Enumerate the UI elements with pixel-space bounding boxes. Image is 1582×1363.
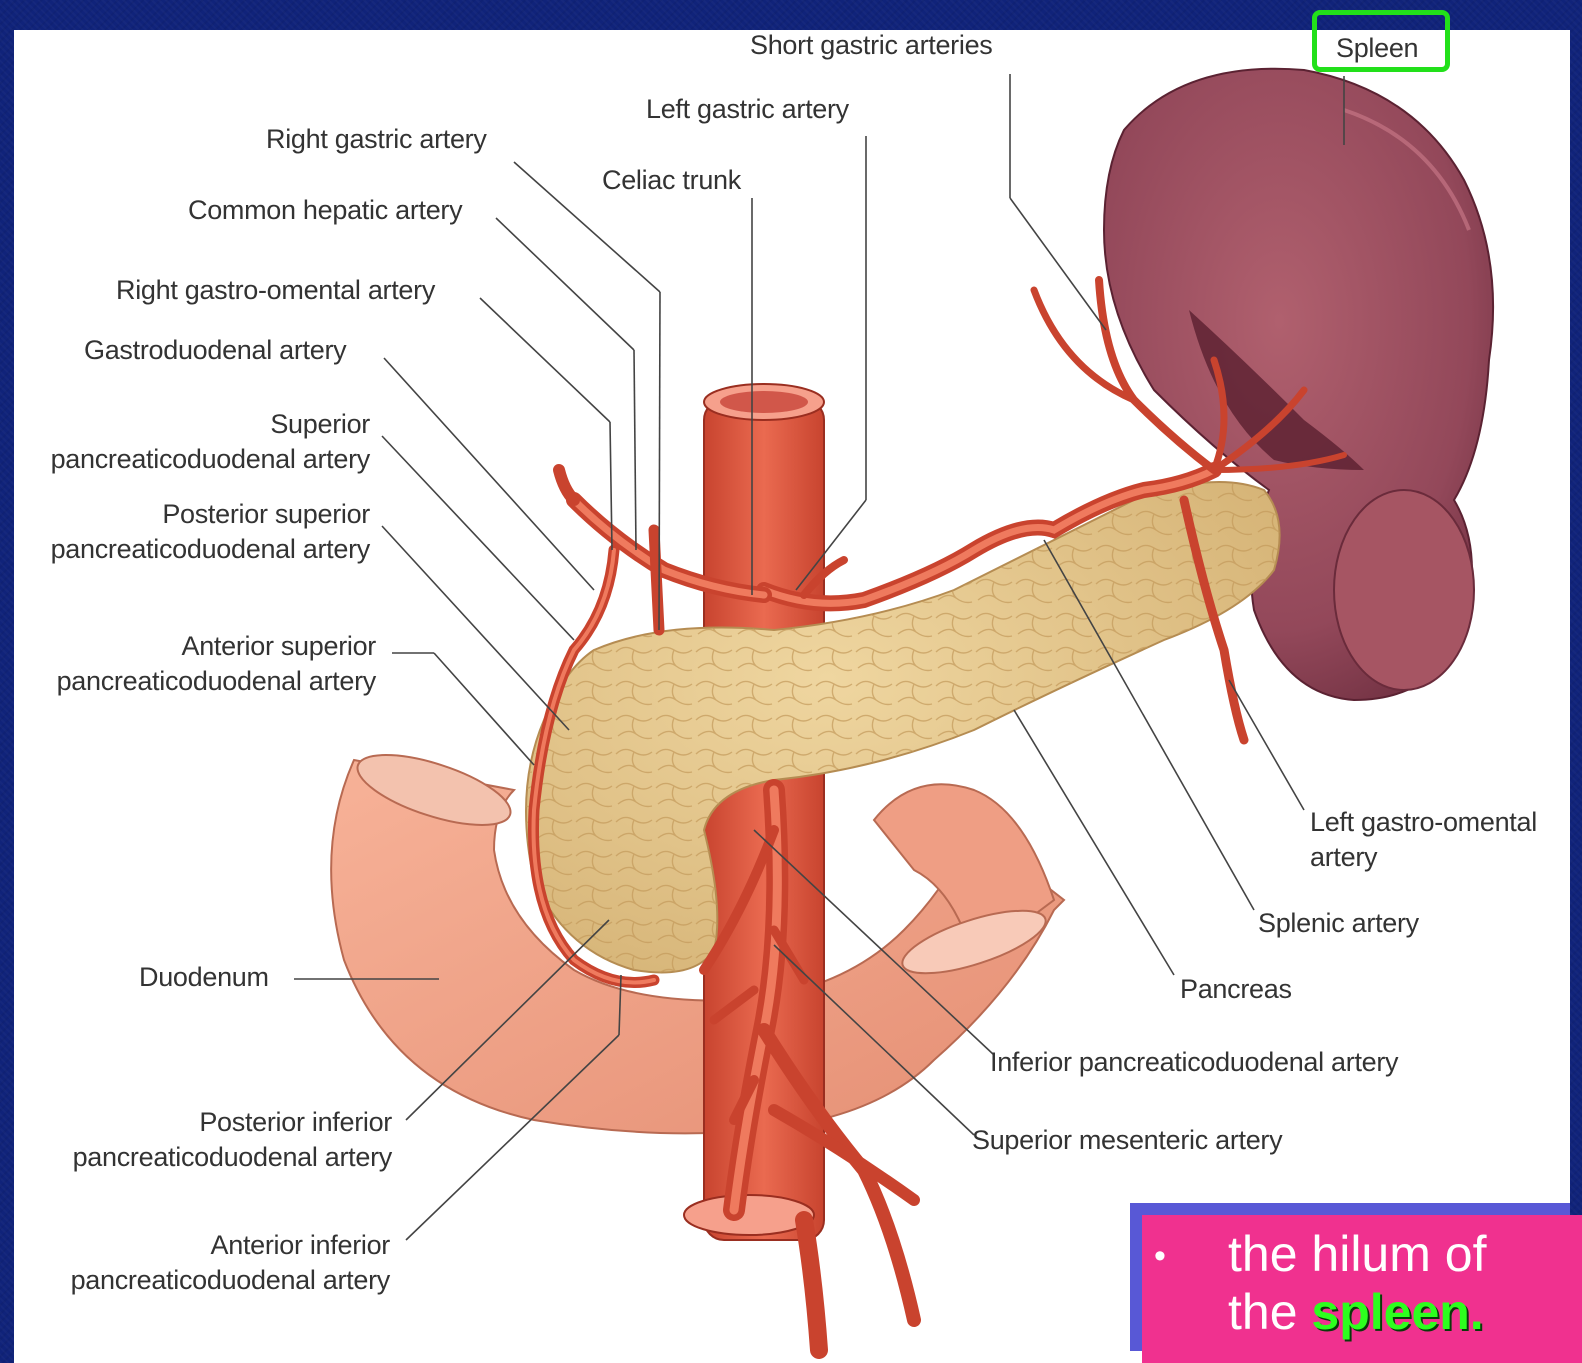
label-line: Left gastro-omental	[1310, 805, 1537, 840]
label-line: Anterior superior	[57, 629, 376, 664]
label-left-gastric-artery: Left gastric artery	[646, 92, 849, 127]
label-left-gastro-omental-artery: Left gastro-omental artery	[1310, 805, 1537, 875]
label-posterior-inferior-pd-artery: Posterior inferior pancreaticoduodenal a…	[73, 1105, 392, 1175]
callout-highlight-spleen: spleen.	[1311, 1284, 1483, 1340]
label-line: pancreaticoduodenal artery	[51, 532, 370, 567]
label-superior-pd-artery: Superior pancreaticoduodenal artery	[51, 407, 370, 477]
label-line: Posterior inferior	[73, 1105, 392, 1140]
label-line: pancreaticoduodenal artery	[57, 664, 376, 699]
label-duodenum: Duodenum	[139, 960, 269, 995]
label-superior-mesenteric-artery: Superior mesenteric artery	[972, 1123, 1282, 1158]
label-posterior-superior-pd-artery: Posterior superior pancreaticoduodenal a…	[51, 497, 370, 567]
label-line: Superior	[51, 407, 370, 442]
callout-line-2-prefix: the	[1228, 1284, 1311, 1340]
callout-line-2: the spleen.	[1228, 1283, 1486, 1341]
label-anterior-superior-pd-artery: Anterior superior pancreaticoduodenal ar…	[57, 629, 376, 699]
diagram-panel: Short gastric arteries Spleen Left gastr…	[14, 30, 1570, 1363]
bullet-marker: •	[1154, 1237, 1166, 1276]
label-line: Anterior inferior	[71, 1228, 390, 1263]
label-short-gastric-arteries: Short gastric arteries	[750, 30, 993, 63]
label-line: pancreaticoduodenal artery	[73, 1140, 392, 1175]
label-line: artery	[1310, 840, 1537, 875]
label-gastroduodenal-artery: Gastroduodenal artery	[84, 333, 346, 368]
label-line: pancreaticoduodenal artery	[71, 1263, 390, 1298]
callout-text: the hilum of the spleen.	[1228, 1225, 1486, 1341]
label-line: Posterior superior	[51, 497, 370, 532]
label-pancreas: Pancreas	[1180, 972, 1292, 1007]
label-inferior-pd-artery: Inferior pancreaticoduodenal artery	[990, 1045, 1398, 1080]
spleen-highlight-box	[1312, 10, 1450, 72]
callout-line-1: the hilum of	[1228, 1225, 1486, 1283]
label-celiac-trunk: Celiac trunk	[602, 163, 741, 198]
aorta-shape	[704, 400, 824, 1240]
label-right-gastric-artery: Right gastric artery	[266, 122, 487, 157]
label-anterior-inferior-pd-artery: Anterior inferior pancreaticoduodenal ar…	[71, 1228, 390, 1298]
label-line: pancreaticoduodenal artery	[51, 442, 370, 477]
label-common-hepatic-artery: Common hepatic artery	[188, 193, 462, 228]
label-right-gastro-omental-artery: Right gastro-omental artery	[116, 273, 435, 308]
label-splenic-artery: Splenic artery	[1258, 906, 1419, 941]
callout-box: • the hilum of the spleen.	[1142, 1215, 1582, 1363]
